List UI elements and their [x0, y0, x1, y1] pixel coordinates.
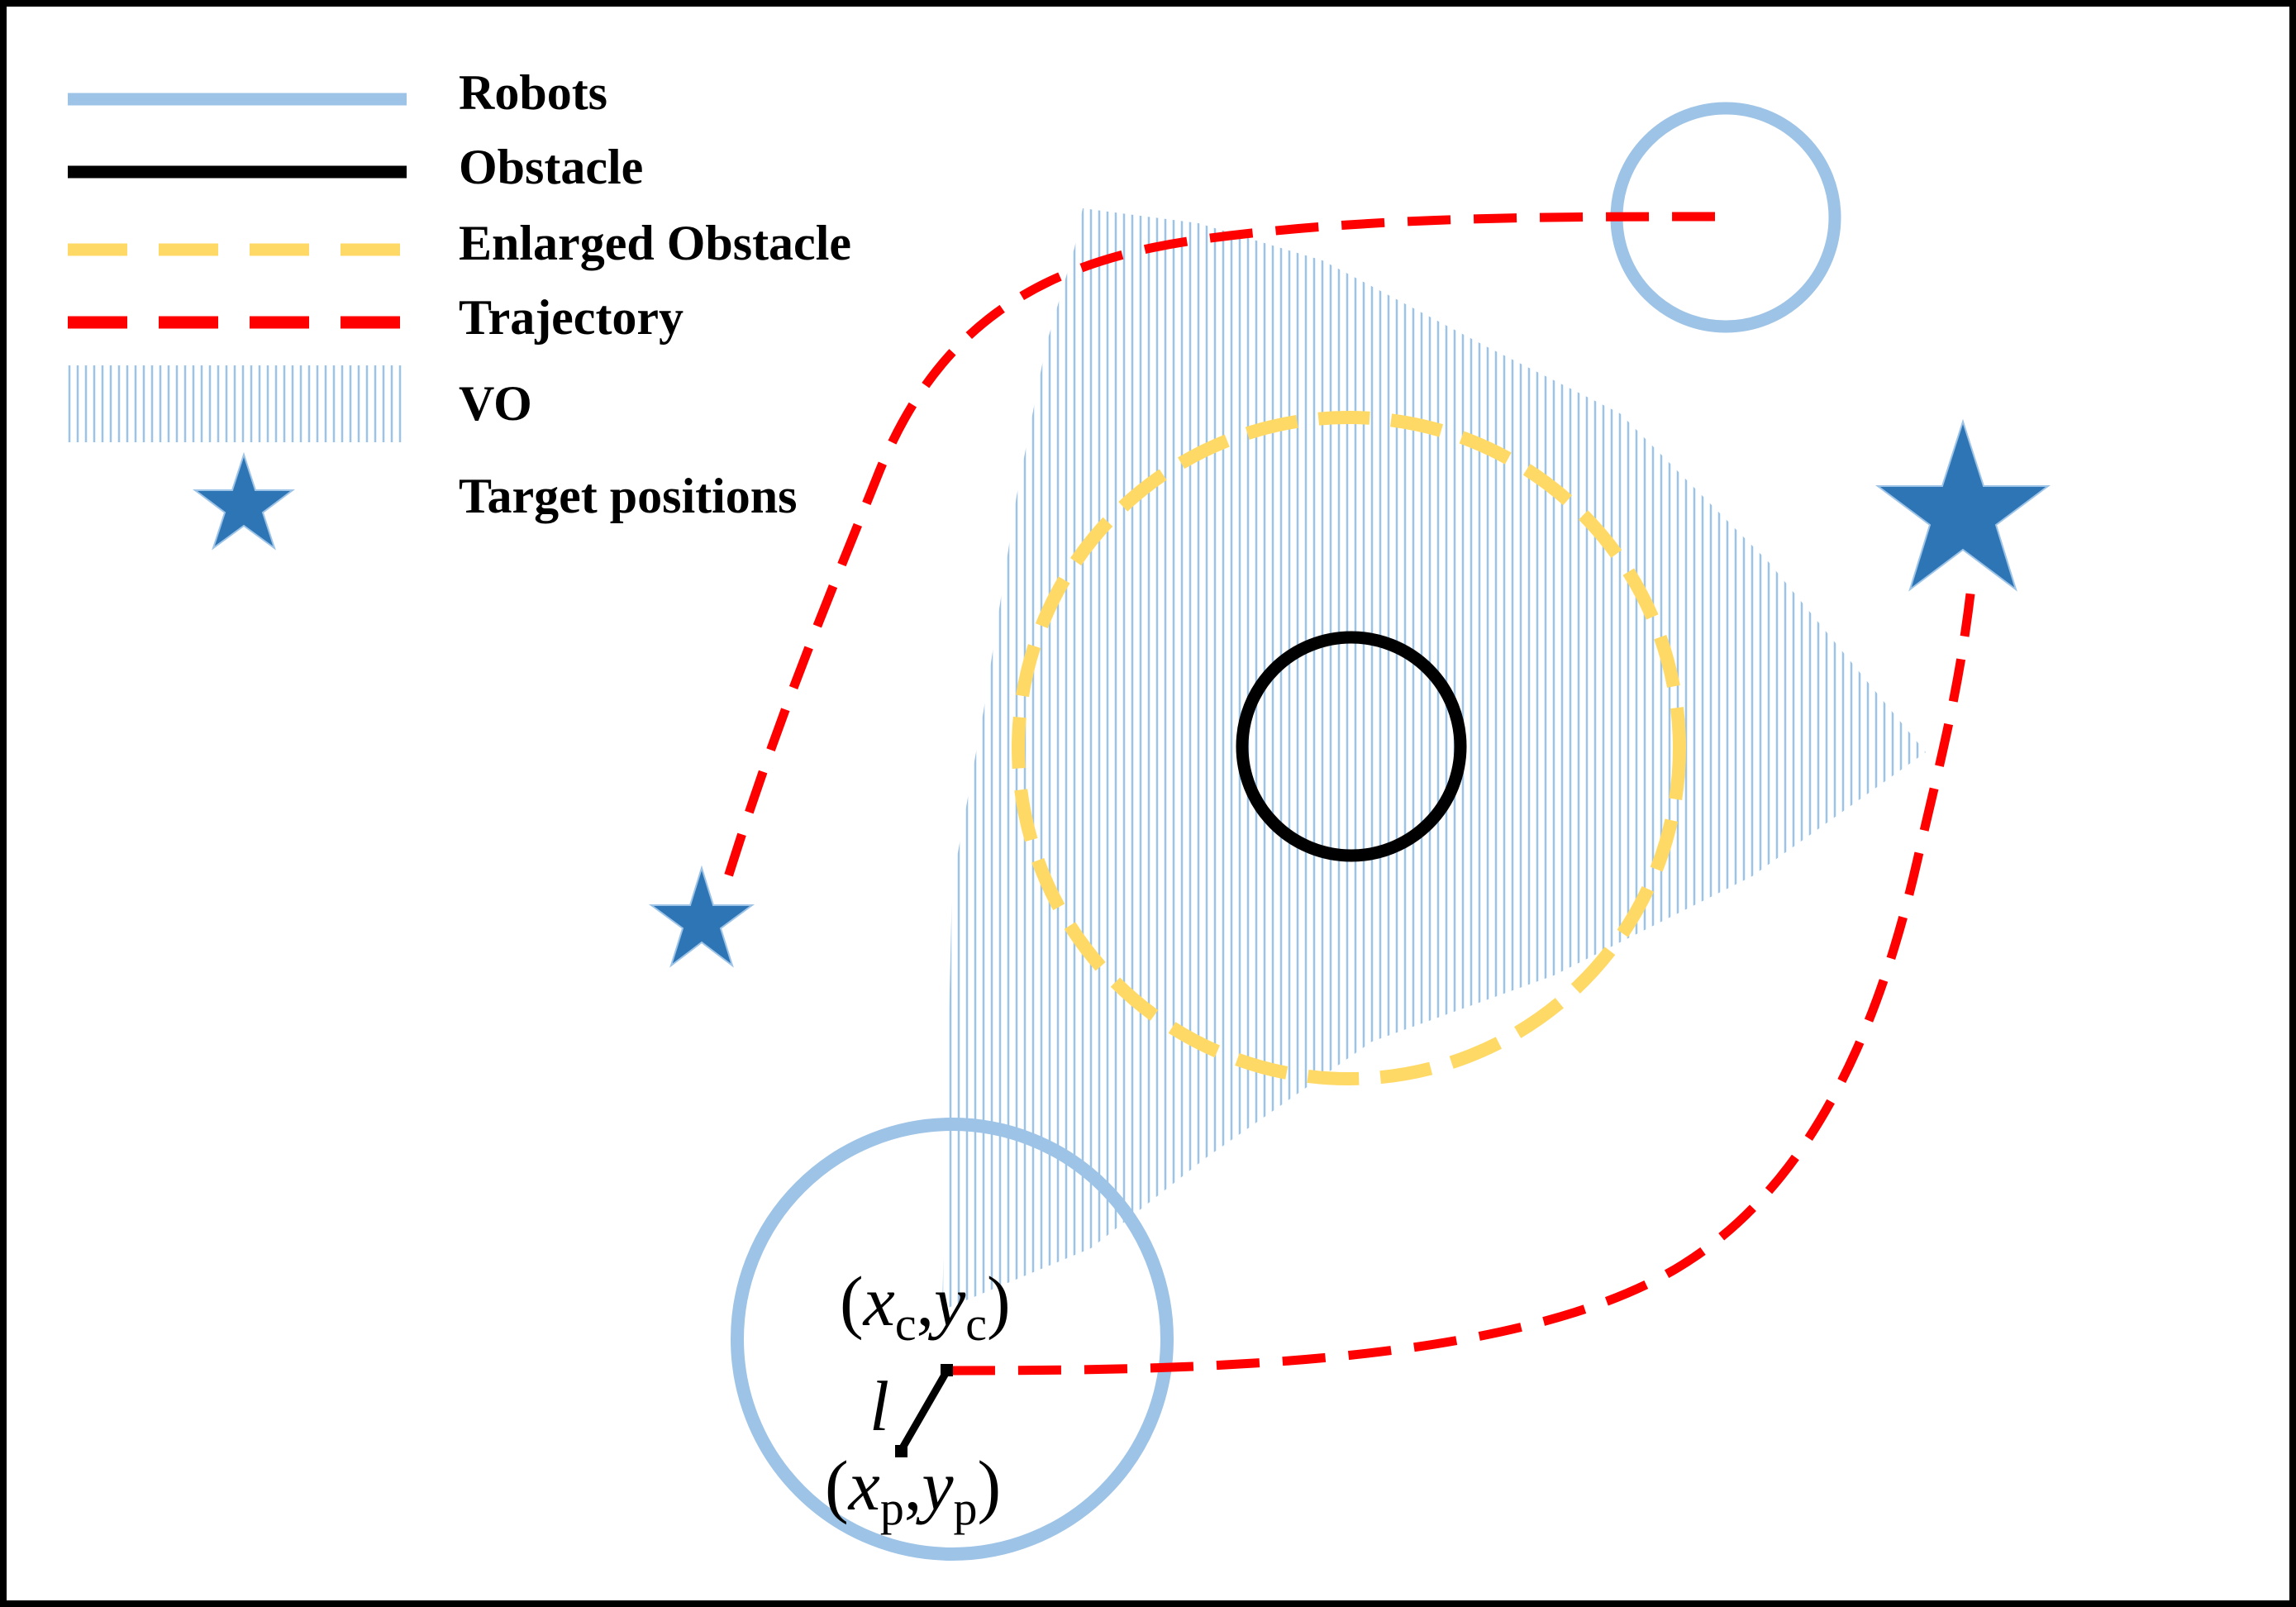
legend-item-trajectory: Trajectory	[68, 290, 684, 345]
legend-label-enlarged-obstacle: Enlarged Obstacle	[459, 216, 851, 270]
center-coordinate-label: (xc,yc)	[840, 1261, 1011, 1351]
legend-swatch-vo	[68, 365, 402, 442]
enlarged-obstacle-circle	[1012, 411, 1686, 1085]
legend-swatch-target-star	[193, 451, 295, 551]
target-star-right	[1874, 418, 2051, 592]
target-star-left	[648, 865, 755, 968]
legend-item-target: Target positions	[193, 451, 798, 551]
robot-center-point	[941, 1364, 953, 1376]
legend-label-target: Target positions	[459, 469, 798, 523]
control-point-label: (xp,yp)	[825, 1446, 1001, 1535]
legend-label-robots: Robots	[459, 65, 607, 120]
legend-item-obstacle: Obstacle	[68, 140, 643, 194]
legend-item-vo: VO	[68, 365, 532, 442]
trajectory-upper	[718, 212, 1716, 894]
control-point	[895, 1445, 907, 1457]
offset-line	[898, 1368, 950, 1453]
legend-item-robots: Robots	[68, 65, 607, 120]
offset-label: l	[869, 1366, 889, 1446]
legend-label-obstacle: Obstacle	[459, 140, 643, 194]
legend: Robots Obstacle Enlarged Obstacle Trajec…	[68, 65, 851, 551]
legend-label-vo: VO	[459, 376, 532, 431]
legend-label-trajectory: Trajectory	[459, 290, 684, 345]
obstacle-circle	[1236, 631, 1467, 862]
legend-item-enlarged-obstacle: Enlarged Obstacle	[68, 216, 851, 270]
robot-lower-circle	[731, 1118, 1174, 1561]
